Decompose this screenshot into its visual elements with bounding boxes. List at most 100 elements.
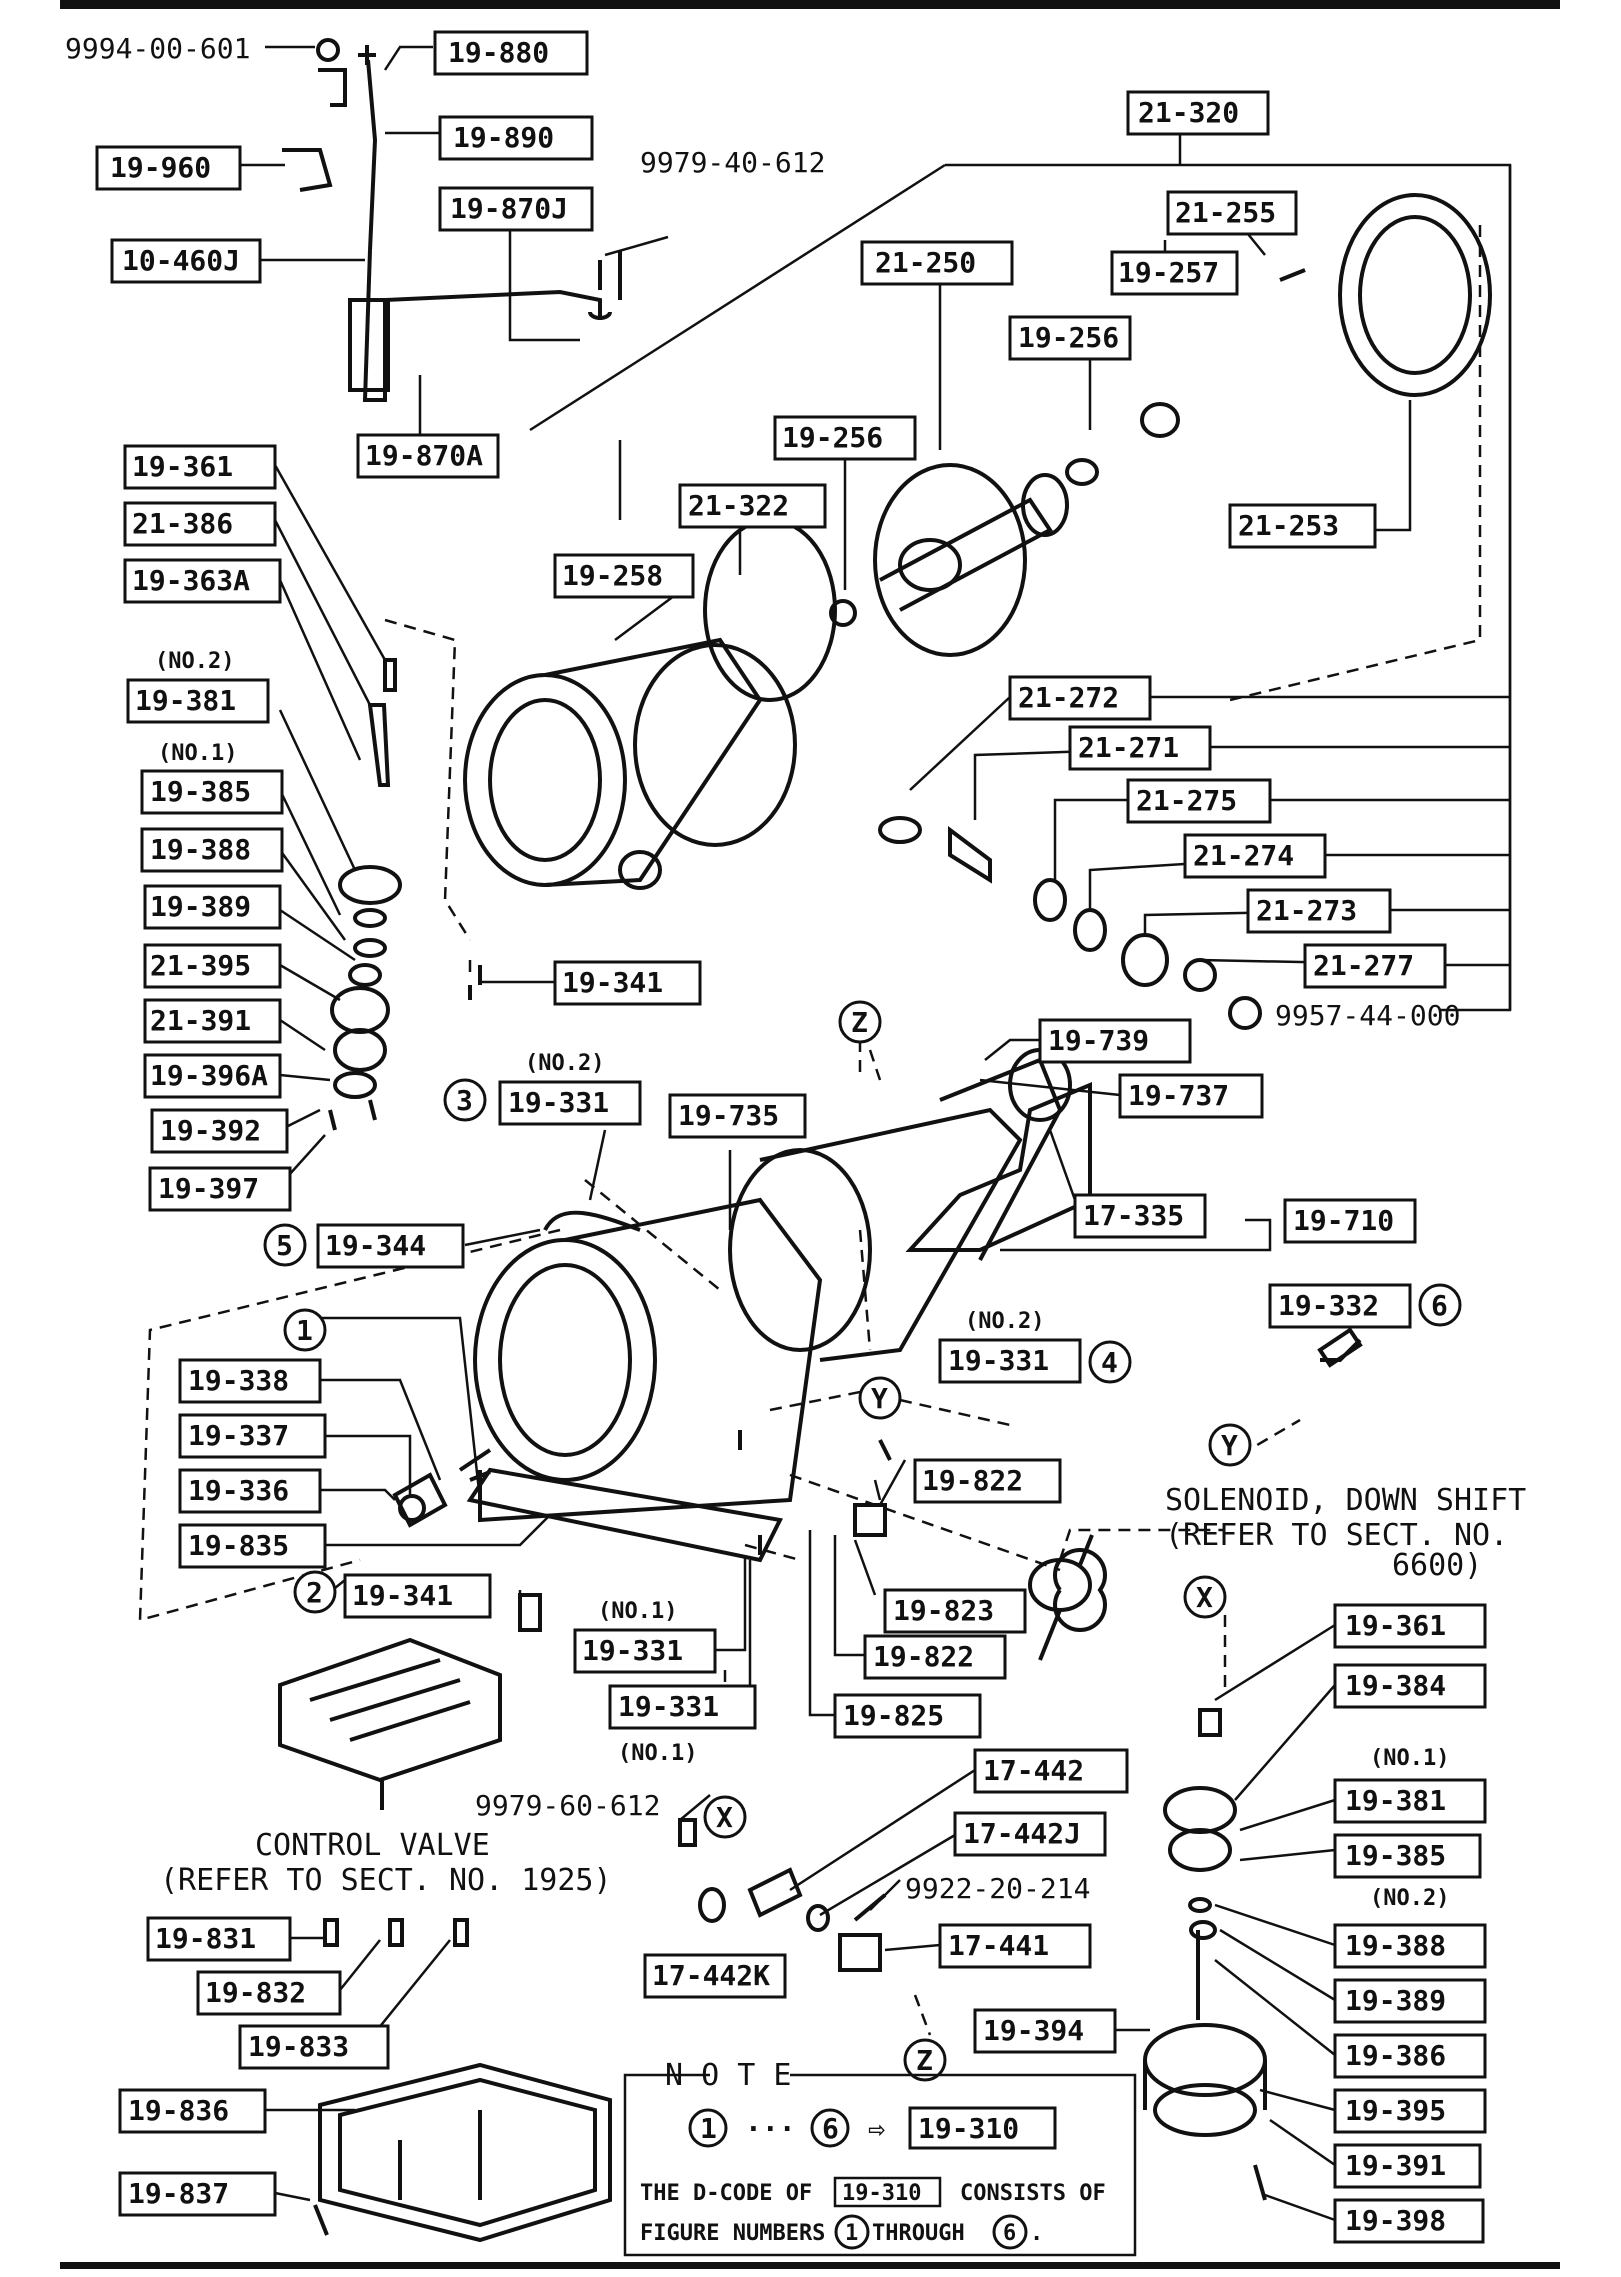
callout-21-273: 21-273 bbox=[1256, 894, 1357, 927]
note-no1-lower: (NO.1) bbox=[618, 1741, 697, 1766]
extension-housing-drawing bbox=[905, 1082, 1362, 1362]
callout-19-833: 19-833 bbox=[248, 2030, 349, 2063]
note-arrow: ⇨ bbox=[868, 2112, 885, 2145]
marker-x-left: X bbox=[716, 1801, 733, 1834]
callout-19-258: 19-258 bbox=[562, 559, 663, 592]
callout-21-255: 21-255 bbox=[1175, 196, 1276, 229]
marker-6: 6 bbox=[1431, 1289, 1448, 1322]
callout-21-271: 21-271 bbox=[1078, 731, 1179, 764]
callout-17-442J: 17-442J bbox=[963, 1817, 1081, 1850]
note-line2-suffix: CONSISTS OF bbox=[960, 2181, 1106, 2206]
note-no2-upper-left: (NO.2) bbox=[155, 649, 234, 674]
callout-19-389-left: 19-389 bbox=[150, 890, 251, 923]
control-valve-drawing bbox=[278, 1637, 502, 1810]
callout-19-822-upper: 19-822 bbox=[922, 1464, 1023, 1497]
callout-19-331-upper: 19-331 bbox=[508, 1086, 609, 1119]
callout-19-331-lower: 19-331 bbox=[618, 1690, 719, 1723]
note-line3-start: 1 bbox=[845, 2221, 858, 2246]
callout-19-331-right: 19-331 bbox=[948, 1344, 1049, 1377]
callout-19-361-upper: 19-361 bbox=[132, 450, 233, 483]
note-no2-middle: (NO.2) bbox=[525, 1051, 604, 1076]
dipstick-tube-drawing bbox=[282, 38, 622, 402]
callout-19-388-left: 19-388 bbox=[150, 833, 251, 866]
callout-19-396A: 19-396A bbox=[150, 1059, 268, 1092]
marker-y-right: Y bbox=[1221, 1429, 1238, 1462]
callout-21-274: 21-274 bbox=[1193, 839, 1294, 872]
marker-3: 3 bbox=[456, 1084, 473, 1117]
callout-19-835: 19-835 bbox=[188, 1529, 289, 1562]
callout-19-386: 19-386 bbox=[1345, 2039, 1446, 2072]
callout-19-890: 19-890 bbox=[453, 121, 554, 154]
note-no1-middle: (NO.1) bbox=[598, 1599, 677, 1624]
callout-19-710: 19-710 bbox=[1293, 1204, 1394, 1237]
callout-19-394: 19-394 bbox=[983, 2014, 1084, 2047]
callout-19-822-lower: 19-822 bbox=[873, 1640, 974, 1673]
callout-19-336: 19-336 bbox=[188, 1474, 289, 1507]
callout-19-332: 19-332 bbox=[1278, 1289, 1379, 1322]
callout-19-880: 19-880 bbox=[448, 36, 549, 69]
callout-21-250: 21-250 bbox=[875, 246, 976, 279]
bolts-drawing bbox=[323, 1918, 469, 1947]
callout-19-392: 19-392 bbox=[160, 1114, 261, 1147]
circled-markers: 1 2 3 4 5 6 Z Z Y Y X X bbox=[263, 1000, 1462, 2082]
note-range-dots: ··· bbox=[745, 2112, 796, 2145]
bottom-border bbox=[60, 2262, 1560, 2269]
callout-19-256-lower: 19-256 bbox=[782, 421, 883, 454]
callout-21-253: 21-253 bbox=[1238, 509, 1339, 542]
speedometer-parts-drawing bbox=[678, 1818, 887, 1972]
callout-21-391: 21-391 bbox=[150, 1004, 251, 1037]
marker-1: 1 bbox=[296, 1314, 313, 1347]
marker-5: 5 bbox=[276, 1229, 293, 1262]
callout-boxes bbox=[95, 30, 1487, 2244]
control-valve-note-line2: (REFER TO SECT. NO. 1925) bbox=[160, 1863, 612, 1898]
marker-z-top: Z bbox=[851, 1006, 868, 1039]
callout-19-823: 19-823 bbox=[893, 1594, 994, 1627]
marker-y-left: Y bbox=[871, 1382, 888, 1415]
callout-19-385-right: 19-385 bbox=[1345, 1839, 1446, 1872]
servo-piston-right-drawing bbox=[1143, 1708, 1267, 2201]
note-line3-prefix: FIGURE NUMBERS bbox=[640, 2221, 825, 2246]
callout-19-831: 19-831 bbox=[155, 1922, 256, 1955]
solenoid-note-line1: SOLENOID, DOWN SHIFT bbox=[1165, 1483, 1526, 1518]
callout-19-341-lower: 19-341 bbox=[352, 1579, 453, 1612]
dashed-reference-lines bbox=[138, 225, 1482, 2036]
marker-2: 2 bbox=[306, 1576, 323, 1609]
callout-19-337: 19-337 bbox=[188, 1419, 289, 1452]
callout-21-320: 21-320 bbox=[1138, 96, 1239, 129]
callout-19-739: 19-739 bbox=[1048, 1024, 1149, 1057]
marker-z-bottom: Z bbox=[916, 2044, 933, 2077]
callout-21-395: 21-395 bbox=[150, 949, 251, 982]
reference-notes: SOLENOID, DOWN SHIFT (REFER TO SECT. NO.… bbox=[160, 1483, 1526, 1898]
converter-housing-drawing bbox=[463, 637, 797, 1000]
callout-17-441: 17-441 bbox=[948, 1929, 1049, 1962]
callout-21-272: 21-272 bbox=[1018, 681, 1119, 714]
note-range-end: 6 bbox=[822, 2112, 839, 2145]
control-valve-note-line1: CONTROL VALVE bbox=[255, 1828, 490, 1863]
callout-19-836: 19-836 bbox=[128, 2094, 229, 2127]
callout-21-386: 21-386 bbox=[132, 507, 233, 540]
marker-4: 4 bbox=[1101, 1346, 1118, 1379]
callout-19-960: 19-960 bbox=[110, 151, 211, 184]
marker-x-right: X bbox=[1196, 1581, 1213, 1614]
note-line2-prefix: THE D-CODE OF bbox=[640, 2181, 812, 2206]
note-box-heading: N O T E bbox=[665, 2058, 791, 2093]
callout-17-335: 17-335 bbox=[1083, 1199, 1184, 1232]
callout-10-460J: 10-460J bbox=[122, 244, 240, 277]
callout-19-344: 19-344 bbox=[325, 1229, 426, 1262]
callout-9957-44-000: 9957-44-000 bbox=[1275, 999, 1460, 1032]
callout-19-870A: 19-870A bbox=[365, 439, 483, 472]
callout-17-442: 17-442 bbox=[983, 1754, 1084, 1787]
callout-19-256-upper: 19-256 bbox=[1018, 321, 1119, 354]
callout-21-275: 21-275 bbox=[1136, 784, 1237, 817]
note-box: N O T E 1 ··· 6 ⇨ 19-310 THE D-CODE OF 1… bbox=[623, 2058, 1137, 2257]
callout-19-837: 19-837 bbox=[128, 2177, 229, 2210]
servo-piston-left-drawing bbox=[328, 658, 402, 1131]
callout-9922-20-214: 9922-20-214 bbox=[905, 1872, 1090, 1905]
callout-19-338: 19-338 bbox=[188, 1364, 289, 1397]
callout-19-395: 19-395 bbox=[1345, 2094, 1446, 2127]
callout-19-391: 19-391 bbox=[1345, 2149, 1446, 2182]
callout-19-341-upper: 19-341 bbox=[562, 966, 663, 999]
callout-19-381-right: 19-381 bbox=[1345, 1784, 1446, 1817]
callout-19-397: 19-397 bbox=[158, 1172, 259, 1205]
callout-17-442K: 17-442K bbox=[652, 1959, 770, 1992]
